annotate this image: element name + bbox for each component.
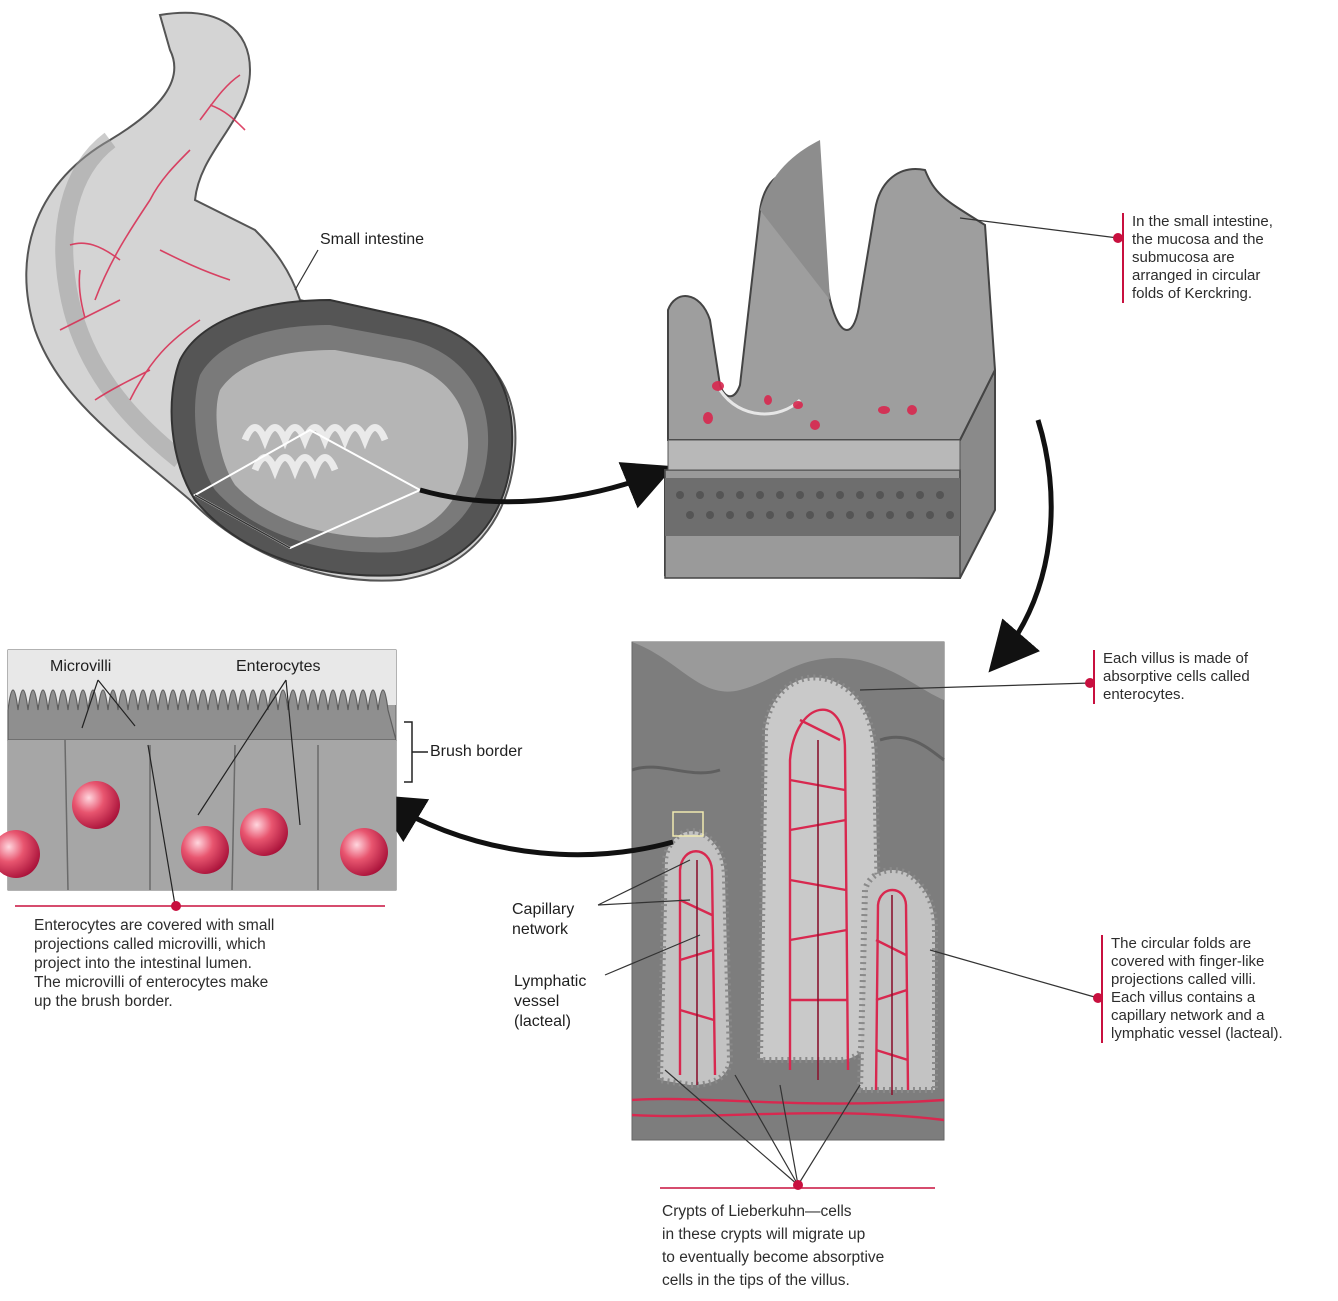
callout-folds-of-kerckring: In the small intestine, the mucosa and t… [1122, 213, 1273, 303]
microvilli-panel [0, 650, 428, 911]
label-capillary-network: Capillary network [512, 900, 574, 940]
enterocyte-nucleus [340, 828, 388, 876]
label-enterocytes: Enterocytes [236, 657, 320, 677]
enterocyte-nucleus [72, 781, 120, 829]
enterocyte-nucleus [181, 826, 229, 874]
circular-folds-block [665, 140, 1123, 578]
arrow-to-villi [995, 420, 1051, 665]
arrow-to-microvilli [382, 800, 673, 855]
callout-villi: The circular folds are covered with fing… [1101, 935, 1283, 1043]
caption-microvilli: Enterocytes are covered with small proje… [34, 916, 274, 1011]
callout-villus-enterocytes: Each villus is made of absorptive cells … [1093, 650, 1250, 704]
label-small-intestine: Small intestine [320, 230, 424, 250]
villi-panel [598, 642, 1103, 1190]
label-brush-border: Brush border [430, 742, 523, 762]
label-microvilli: Microvilli [50, 657, 111, 677]
caption-crypts-of-lieberkuhn: Crypts of Lieberkuhn—cells in these cryp… [662, 1200, 884, 1292]
label-lymphatic-vessel: Lymphatic vessel (lacteal) [514, 972, 586, 1032]
enterocyte-nucleus [240, 808, 288, 856]
